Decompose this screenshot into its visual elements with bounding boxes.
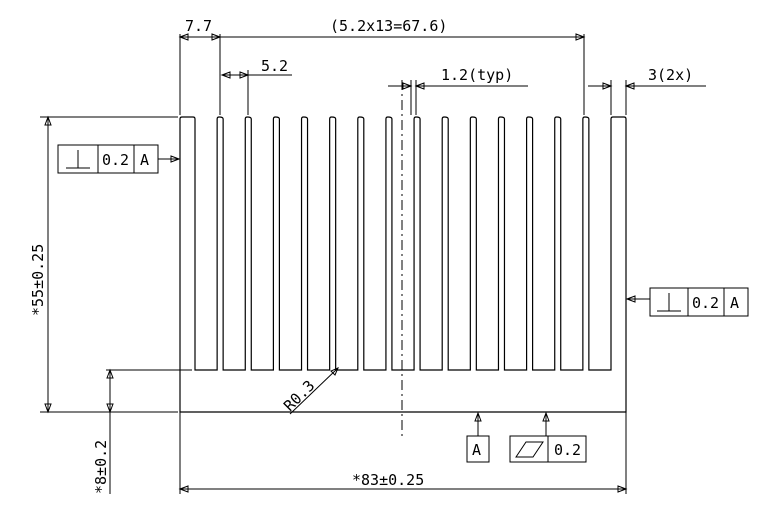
dim-pitch-total: (5.2x13=67.6)	[220, 17, 586, 115]
perpendicularity-icon	[657, 293, 681, 312]
dim-width-label: *83±0.25	[352, 471, 424, 489]
dim-pitch: 5.2	[220, 57, 292, 115]
gdt-flatness: 0.2	[509, 411, 587, 463]
dim-height-label: *55±0.25	[29, 244, 47, 316]
perp-right-value: 0.2	[692, 294, 719, 312]
gdt-perpendicularity-right: 0.2 A	[625, 287, 749, 317]
perp-right-datum: A	[730, 294, 739, 312]
perpendicularity-icon	[66, 150, 90, 169]
dim-pitch-label: 5.2	[261, 57, 288, 75]
perp-left-value: 0.2	[102, 151, 129, 169]
dim-width: *83±0.25	[178, 412, 628, 494]
flatness-icon	[515, 441, 544, 458]
dim-left-offset: 7.7	[178, 17, 222, 115]
heatsink-profile	[179, 116, 627, 413]
dim-radius-label: R0.3	[280, 377, 318, 415]
datum-a: A	[466, 411, 490, 463]
dim-end-fin: 3(2x)	[588, 66, 706, 115]
dim-fin-thickness-label: 1.2(typ)	[441, 66, 513, 84]
dim-end-fin-label: 3(2x)	[648, 66, 693, 84]
gdt-perpendicularity-left: 0.2 A	[57, 144, 181, 174]
dim-pitch-total-label: (5.2x13=67.6)	[330, 17, 447, 35]
dim-base: *8±0.2	[92, 368, 192, 494]
perp-left-datum: A	[140, 151, 149, 169]
dim-base-label: *8±0.2	[92, 440, 110, 494]
dim-left-offset-label: 7.7	[185, 17, 212, 35]
dim-fin-thickness: 1.2(typ)	[388, 66, 528, 115]
dim-height: *55±0.25	[29, 115, 178, 414]
datum-a-label: A	[472, 441, 481, 459]
dim-radius: R0.3	[280, 367, 339, 415]
flatness-value: 0.2	[554, 441, 581, 459]
